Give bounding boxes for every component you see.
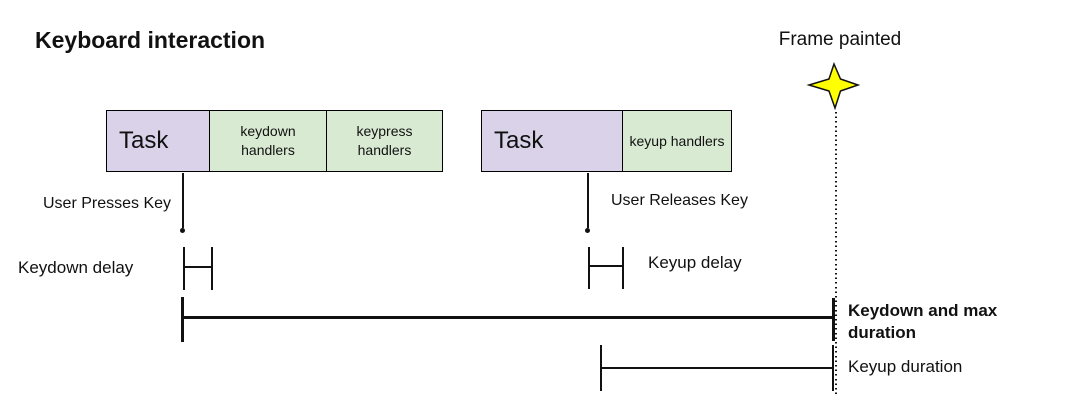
keyup-handlers-box: keyup handlers [622, 110, 732, 172]
label-keydown-delay: Keydown delay [18, 258, 134, 277]
sparkle-star-icon [806, 61, 860, 110]
keyup-duration-tick-left [600, 345, 602, 391]
keydown-duration-tick-right [832, 298, 835, 341]
keyup-delay-connector [588, 265, 623, 267]
release-event-arrow-dot [585, 228, 590, 233]
keypress-handlers-label: keypress handlers [356, 123, 413, 158]
keydown-handlers-box: keydown handlers [209, 110, 327, 172]
task-box: Task [106, 110, 210, 172]
label-user-releases-key: User Releases Key [611, 192, 748, 209]
keydown-delay-connector [183, 266, 212, 268]
frame-painted-label: Frame painted [778, 29, 902, 50]
label-user-presses-key: User Presses Key [43, 195, 172, 212]
keyup-duration-tick-right [832, 345, 834, 391]
task-box: Task [481, 110, 623, 172]
keydown-duration-tick-left [181, 297, 184, 342]
task-label: Task [119, 127, 169, 154]
page-title: Keyboard interaction [35, 27, 266, 53]
keyup-duration-line [601, 367, 833, 369]
press-event-arrow-line [182, 173, 184, 228]
keydown-duration-line [183, 316, 834, 319]
keydown-delay-tick-right [211, 247, 213, 290]
label-keydown-max-duration: Keydown and max duration [848, 301, 998, 342]
press-event-arrow-dot [180, 228, 185, 233]
frame-painted-dotted-line [835, 112, 837, 396]
keyup-delay-tick-right [622, 247, 624, 289]
keyup-handlers-label: keyup handlers [629, 132, 725, 149]
keypress-handlers-box: keypress handlers [326, 110, 443, 172]
task-group-keydown: Task keydown handlers keypress handlers [106, 110, 443, 172]
keyup-delay-tick-left [588, 247, 590, 289]
keydown-handlers-label: keydown handlers [240, 123, 296, 158]
release-event-arrow-line [587, 173, 589, 228]
task-label: Task [494, 127, 544, 154]
task-group-keyup: Task keyup handlers [481, 110, 732, 172]
label-keyup-delay: Keyup delay [648, 253, 742, 272]
label-keyup-duration: Keyup duration [848, 357, 963, 376]
keydown-delay-tick-left [183, 247, 185, 290]
